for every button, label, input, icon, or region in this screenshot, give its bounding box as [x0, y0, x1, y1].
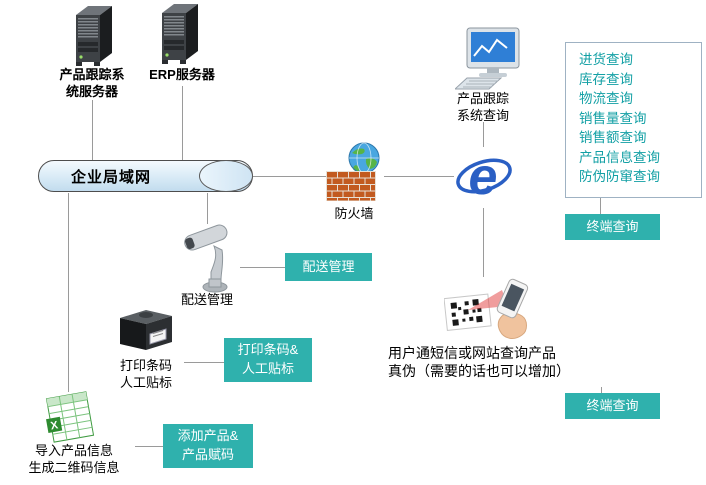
printer-label: 打印条码 人工贴标 [119, 358, 172, 391]
connector-scanner-delivery-tag [240, 267, 285, 268]
connector-tracking-server-lan [92, 100, 93, 162]
connector-lan-scanner [207, 193, 208, 224]
connector-phone-terminal-bottom [601, 387, 602, 393]
barcode-scanner-icon [184, 222, 240, 294]
connector-import-add-tag [135, 446, 163, 447]
query-list-item: 销售额查询 [579, 130, 647, 145]
firewall-label: 防火墙 [334, 206, 374, 221]
query-list-item: 产品信息查询 [579, 149, 660, 165]
server-tower-icon [156, 4, 204, 66]
add-product-tag: 添加产品& 产品赋码 [163, 424, 253, 468]
query-list-item: 进货查询 [579, 52, 633, 67]
query-list-item: 防伪防窜查询 [579, 169, 660, 184]
query-list-item: 库存查询 [579, 71, 633, 87]
server-tower-icon [70, 6, 118, 68]
firewall-globe-icon [326, 142, 384, 204]
svg-text:X: X [50, 419, 60, 432]
query-list-item: 物流查询 [579, 91, 633, 106]
query-list-box: 进货查询 库存查询 物流查询 销售量查询 销售额查询 产品信息查询 防伪防窜查询 [565, 42, 702, 198]
connector-lan-firewall [250, 176, 328, 177]
lan-node: 企业局域网 [38, 160, 253, 192]
svg-text:e: e [469, 148, 498, 206]
user-query-label: 用户通短信或网站查询产品 真伪（需要的话也可以增加） [388, 345, 570, 380]
erp-server-label: ERP服务器 [149, 67, 215, 82]
phone-qr-scan-icon [444, 276, 530, 344]
connector-firewall-browser [384, 176, 454, 177]
lan-cylinder-end [199, 160, 253, 192]
connector-query-browser [483, 122, 484, 147]
print-tag: 打印条码& 人工贴标 [224, 338, 312, 382]
scanner-label: 配送管理 [180, 292, 233, 307]
query-list-item: 销售量查询 [579, 110, 647, 126]
connector-erp-server-lan [182, 86, 183, 162]
connector-panel-terminal-top [600, 198, 601, 214]
spreadsheet-icon: X [40, 390, 100, 444]
terminal-query-tag-bottom: 终端查询 [565, 393, 660, 419]
terminal-query-tag-top: 终端查询 [565, 214, 660, 240]
tracking-query-label: 产品跟踪 系统查询 [456, 91, 509, 124]
tracking-server-label: 产品跟踪系 统服务器 [59, 67, 125, 100]
desktop-computer-icon [455, 26, 521, 90]
import-sheet-label: 导入产品信息 生成二维码信息 [28, 443, 120, 476]
connector-lan-import [68, 193, 69, 392]
label-printer-icon [116, 302, 176, 358]
connector-browser-phone [483, 208, 484, 277]
internet-explorer-icon: e [455, 146, 513, 208]
connector-printer-print-tag [184, 362, 224, 363]
lan-label: 企业局域网 [71, 168, 152, 186]
delivery-tag: 配送管理 [285, 253, 372, 281]
